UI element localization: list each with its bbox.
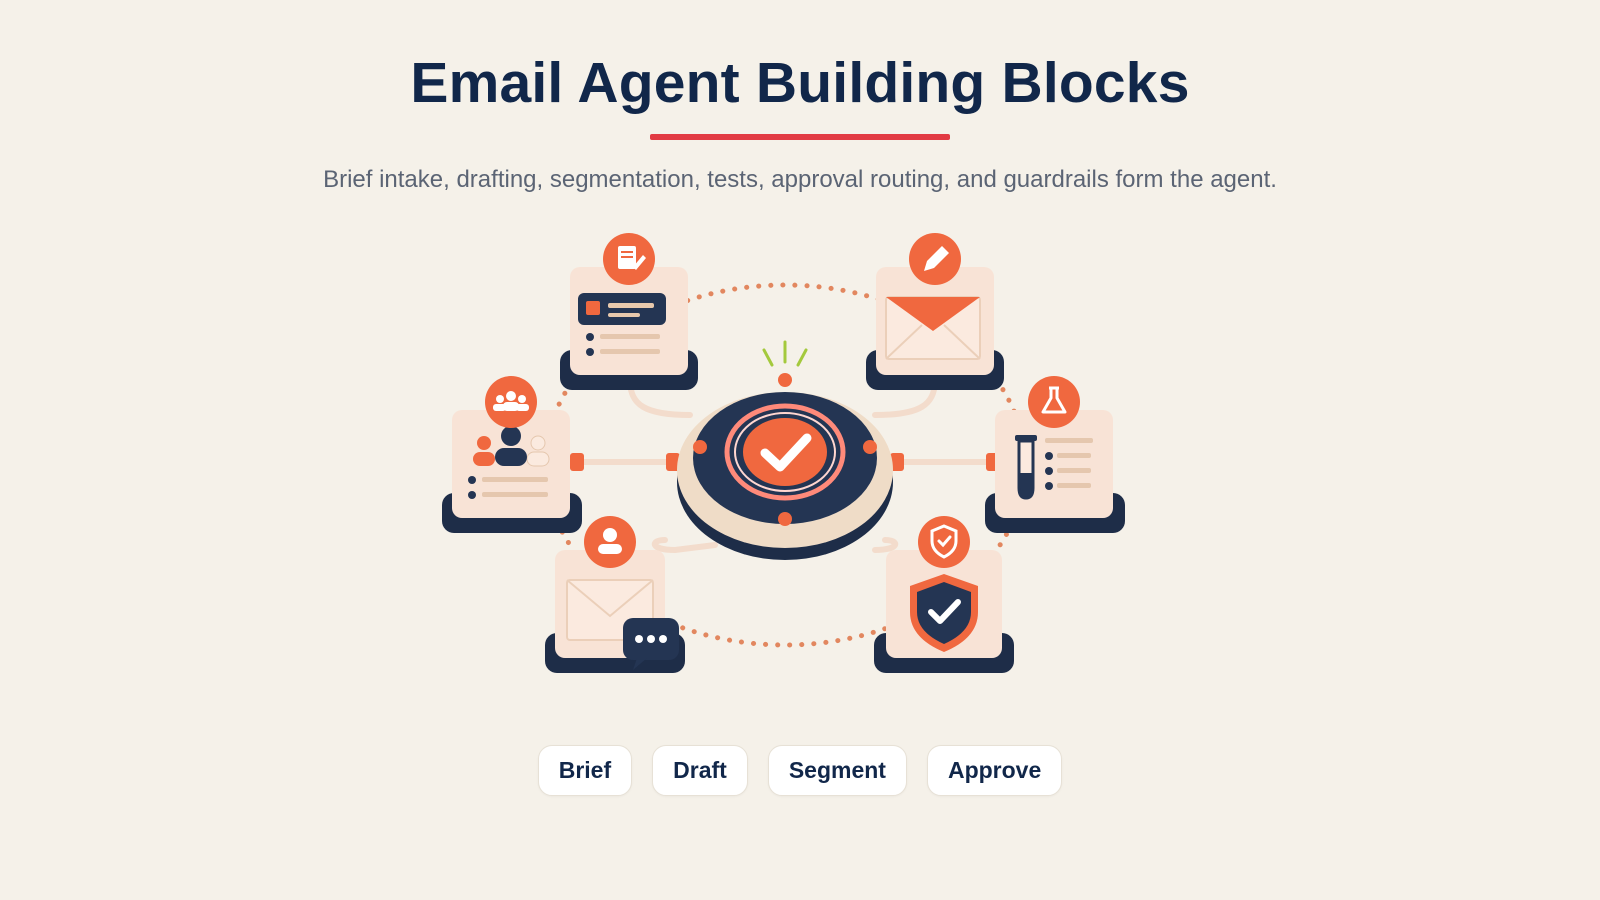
flask-icon: [1041, 386, 1067, 414]
user-icon: [598, 528, 622, 554]
module-tests: [985, 376, 1125, 533]
agent-diagram: [442, 233, 1125, 673]
shield-check-icon: [930, 524, 958, 559]
pill-draft[interactable]: Draft: [652, 745, 748, 797]
pencil-icon: [924, 246, 949, 271]
sparkle-accent: [762, 340, 808, 367]
pill-approve[interactable]: Approve: [926, 745, 1063, 797]
page-subtitle: Brief intake, drafting, segmentation, te…: [323, 166, 1277, 193]
module-draft: [866, 233, 1004, 390]
module-segment: [442, 376, 582, 533]
title-underline: [650, 134, 950, 140]
hub-node: [677, 340, 893, 560]
document-edit-icon: [618, 246, 646, 270]
module-guardrails: [874, 516, 1014, 673]
page-title: Email Agent Building Blocks: [410, 51, 1190, 115]
checkmark-icon: [760, 433, 812, 472]
stage-pills: Brief Draft Segment Approve: [0, 745, 1600, 797]
pill-brief[interactable]: Brief: [537, 745, 633, 797]
module-brief: [560, 233, 698, 390]
module-personalize: [545, 516, 685, 673]
pill-segment[interactable]: Segment: [767, 745, 907, 797]
users-group-icon: [493, 391, 529, 411]
